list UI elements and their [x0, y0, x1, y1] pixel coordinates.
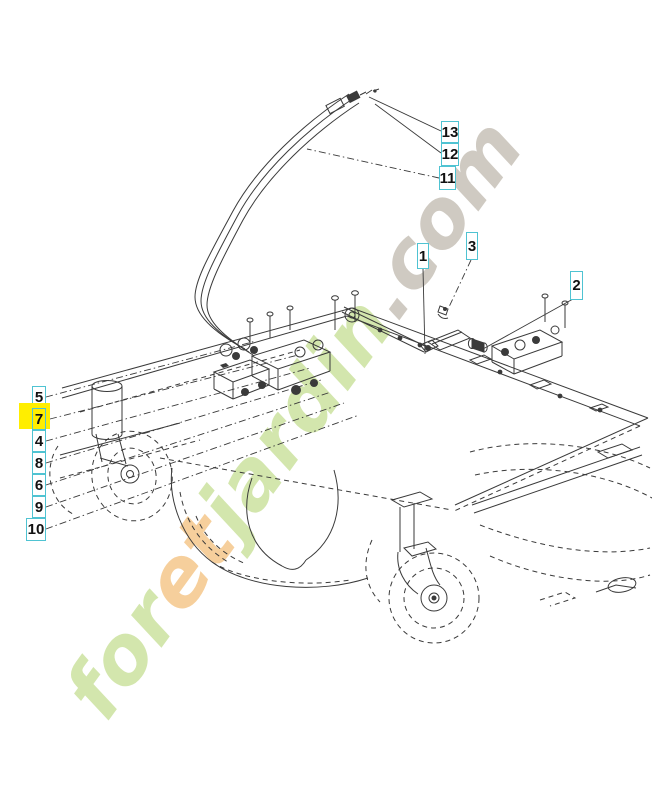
callout-9[interactable]: 9 — [32, 496, 46, 518]
leader-lines — [45, 96, 574, 530]
callout-7[interactable]: 7 — [32, 408, 46, 430]
leader-line-6 — [45, 391, 332, 486]
callout-8[interactable]: 8 — [32, 452, 46, 474]
callout-1[interactable]: 1 — [417, 243, 429, 269]
hydraulic-hoses — [194, 88, 380, 356]
valve-assembly — [212, 290, 359, 400]
leader-line-1 — [422, 268, 426, 355]
center-caster-wheel — [365, 491, 480, 644]
leader-line-9 — [45, 402, 345, 508]
callout-12[interactable]: 12 — [441, 143, 459, 166]
hose-clamp-part — [437, 305, 449, 319]
leader-line-7 — [49, 354, 299, 420]
callout-10[interactable]: 10 — [26, 518, 46, 541]
leader-line-11 — [306, 148, 440, 179]
leader-line-13 — [368, 96, 442, 132]
right-valve-assembly — [426, 293, 569, 375]
callout-6[interactable]: 6 — [32, 474, 46, 496]
callout-11[interactable]: 11 — [439, 166, 456, 190]
leader-line-12 — [374, 103, 442, 154]
deck-shell — [170, 443, 652, 607]
callout-4[interactable]: 4 — [32, 430, 46, 452]
leader-line-4 — [45, 367, 311, 442]
watermark-text: foretjardin.com — [46, 102, 542, 735]
callout-13[interactable]: 13 — [441, 121, 459, 143]
leader-line-10 — [45, 414, 360, 530]
callout-2[interactable]: 2 — [570, 271, 583, 300]
left-caster-wheel — [49, 380, 173, 522]
leader-line-8 — [45, 379, 322, 464]
leader-line-3 — [448, 259, 472, 308]
watermark: foretjardin.com — [46, 102, 542, 735]
callout-3[interactable]: 3 — [466, 232, 478, 260]
leader-line-2 — [482, 298, 574, 350]
callout-5[interactable]: 5 — [32, 386, 46, 408]
